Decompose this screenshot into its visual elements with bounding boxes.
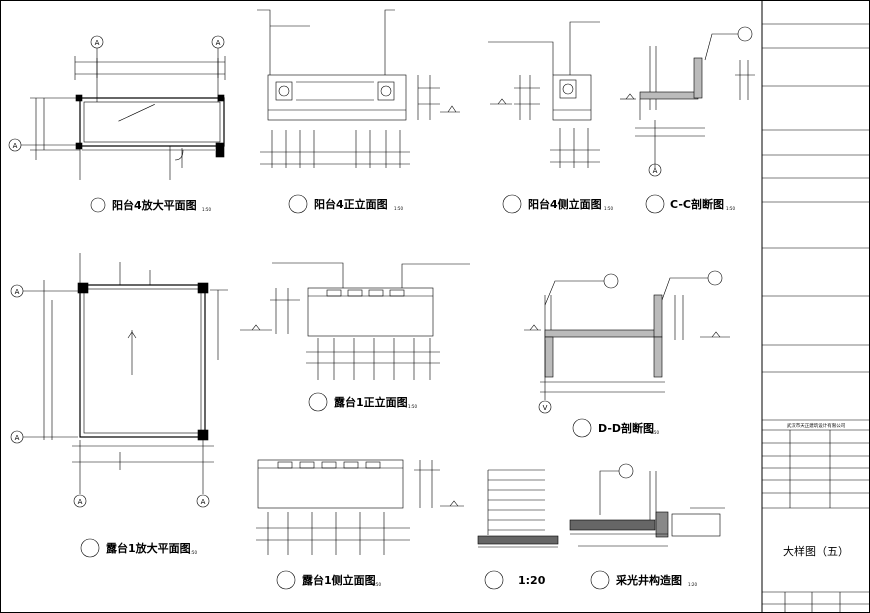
terrace1-front-elevation: 露台1正立面图 1:50 xyxy=(240,262,470,412)
lightwell-detail: 采光井构造图 1:20 xyxy=(569,463,725,590)
balcony4-front-elevation: 阳台4正立面图 1:50 xyxy=(257,9,460,214)
terrace1-side-elevation: 露台1侧立面图 1:50 xyxy=(256,459,464,590)
view-scale-section-cc: 1:50 xyxy=(726,206,735,211)
balcony4-side-elevation: 阳台4侧立面图 1:50 xyxy=(488,21,613,214)
title-block-sheet-title: 大样图（五） xyxy=(783,544,849,558)
terrace1-plan: A A A A 露台1放大平面图 1:50 xyxy=(10,253,228,558)
view-title-section-cc: C-C剖断图 xyxy=(670,197,724,211)
view-title-balcony4-front: 阳台4正立面图 xyxy=(314,197,388,211)
section-cc: A C-C剖断图 1:50 xyxy=(620,26,755,214)
axis-a-label: A xyxy=(15,434,20,442)
title-block-company: 武汉市天正建筑设计有限公司 xyxy=(787,422,846,429)
balcony4-plan: A A A 阳台4放大平面图 1:50 xyxy=(8,35,226,213)
view-title-terrace1-plan: 露台1放大平面图 xyxy=(106,541,191,555)
view-scale-terrace1-plan: 1:50 xyxy=(188,550,197,555)
axis-a-label: A xyxy=(78,498,83,506)
axis-a-label: A xyxy=(653,167,658,175)
view-title-balcony4-plan: 阳台4放大平面图 xyxy=(112,198,197,212)
section-dd: V D-D剖断图 1:50 xyxy=(524,270,730,438)
view-scale-lightwell: 1:20 xyxy=(688,582,697,587)
axis-a-label: A xyxy=(15,288,20,296)
axis-a-label: A xyxy=(95,39,100,47)
view-scale-terrace1-side: 1:50 xyxy=(372,582,381,587)
view-scale-balcony4-plan: 1:50 xyxy=(202,207,211,212)
view-scale-terrace1-front: 1:50 xyxy=(408,404,417,409)
title-block: 武汉市天正建筑设计有限公司 大样图（五） xyxy=(762,23,870,613)
view-scale-balcony4-side: 1:50 xyxy=(604,206,613,211)
view-scale-balcony4-front: 1:50 xyxy=(394,206,403,211)
view-title-balcony4-side: 阳台4侧立面图 xyxy=(528,197,602,211)
view-title-section-dd: D-D剖断图 xyxy=(598,421,654,435)
view-scale-section-dd: 1:50 xyxy=(650,430,659,435)
axis-a-label: A xyxy=(201,498,206,506)
axis-v-label: V xyxy=(543,404,548,412)
view-title-terrace1-side: 露台1侧立面图 xyxy=(302,573,376,587)
axis-a-label: A xyxy=(216,39,221,47)
detail-1-20: 1:20 xyxy=(477,469,559,590)
axis-a-label: A xyxy=(13,142,18,150)
view-title-terrace1-front: 露台1正立面图 xyxy=(334,395,408,409)
view-title-detail-1-20: 1:20 xyxy=(518,574,546,587)
view-title-lightwell: 采光井构造图 xyxy=(615,573,682,587)
